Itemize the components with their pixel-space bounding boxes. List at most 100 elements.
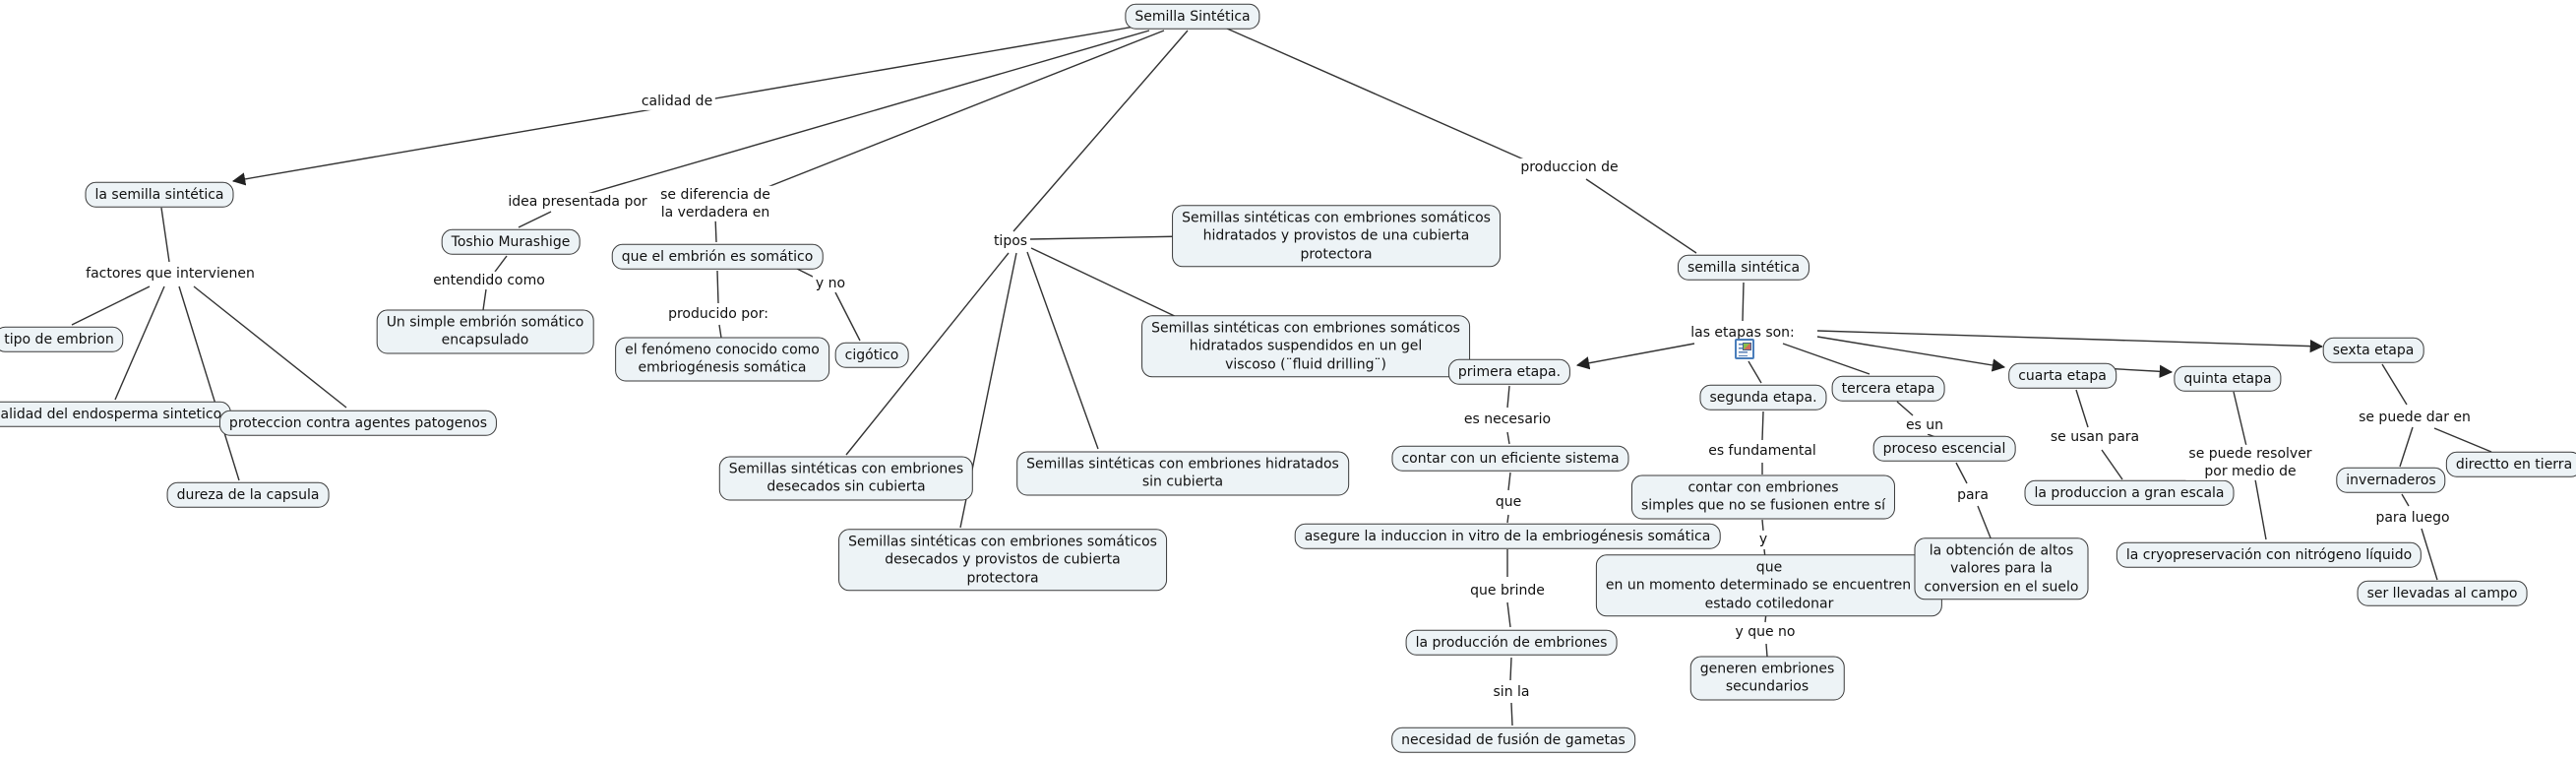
- edge-line: [1026, 251, 1099, 450]
- link-label-las-etapas-son[interactable]: las etapas son:: [1687, 323, 1798, 343]
- edge-line: [1012, 30, 1189, 232]
- node-semilla-sintetica-root[interactable]: Semilla Sintética: [1125, 3, 1260, 31]
- edge-line: [1761, 519, 1764, 532]
- edge-line: [518, 211, 552, 228]
- edge-line: [718, 324, 722, 339]
- link-label-es-necesario[interactable]: es necesario: [1460, 410, 1555, 429]
- node-toshio-murashige[interactable]: Toshio Murashige: [441, 228, 581, 256]
- edge-line: [193, 285, 347, 409]
- link-label-se-usan-para[interactable]: se usan para: [2047, 427, 2143, 447]
- link-label-idea-presentada[interactable]: idea presentada por: [505, 192, 650, 212]
- edge-line: [2399, 426, 2414, 468]
- link-label-se-puede-dar-en[interactable]: se puede dar en: [2356, 408, 2474, 427]
- node-semilla-sintetica-2[interactable]: semilla sintética: [1677, 254, 1810, 282]
- node-produccion-embriones[interactable]: la producción de embriones: [1405, 629, 1618, 657]
- edge-line: [1506, 514, 1509, 524]
- edge-line: [2433, 427, 2492, 453]
- edge-line: [716, 270, 719, 304]
- node-sem-desecados-cubierta[interactable]: Semillas sintéticas con embriones somáti…: [838, 529, 1167, 592]
- edge-line: [160, 207, 170, 263]
- node-sem-gel-viscoso[interactable]: Semillas sintéticas con embriones somáti…: [1141, 315, 1470, 378]
- link-label-y-no[interactable]: y no: [812, 274, 849, 293]
- node-cuarta-etapa[interactable]: cuarta etapa: [2008, 362, 2116, 390]
- edge-line: [1506, 385, 1510, 409]
- node-calidad-endosperma[interactable]: calidad del endosperma sintetico: [0, 401, 232, 428]
- link-label-tipos[interactable]: tipos: [990, 231, 1031, 251]
- link-label-que[interactable]: que: [1492, 492, 1525, 512]
- node-sem-desecados-sin-cubierta[interactable]: Semillas sintéticas con embriones deseca…: [718, 456, 974, 501]
- edge-line: [1226, 28, 1527, 161]
- link-label-para[interactable]: para: [1954, 485, 1992, 505]
- resource-link-icon[interactable]: [1735, 339, 1754, 359]
- edge-line: [1761, 411, 1764, 441]
- link-label-se-puede-resolver[interactable]: se puede resolver por medio de: [2185, 444, 2315, 481]
- link-label-calidad-de[interactable]: calidad de: [638, 92, 716, 111]
- node-segunda-etapa[interactable]: segunda etapa.: [1699, 384, 1827, 411]
- node-produccion-gran-escala[interactable]: la produccion a gran escala: [2024, 479, 2235, 507]
- edge-line: [2381, 363, 2408, 406]
- node-embrion-somatico[interactable]: que el embrión es somático: [611, 243, 824, 271]
- link-label-producido-por[interactable]: producido por:: [665, 304, 771, 324]
- node-proceso-escencial[interactable]: proceso escencial: [1872, 435, 2016, 463]
- edge-line: [1575, 343, 1695, 370]
- edge-line: [1029, 229, 1189, 243]
- edge-line: [2401, 493, 2410, 507]
- edge-line: [1585, 178, 1697, 254]
- node-primera-etapa[interactable]: primera etapa.: [1447, 358, 1571, 386]
- edge-line: [1896, 401, 1914, 416]
- node-sexta-etapa[interactable]: sexta etapa: [2322, 337, 2424, 364]
- edge-line: [1509, 657, 1512, 681]
- edge-line: [757, 30, 1165, 192]
- edge-line: [2421, 528, 2438, 581]
- node-tercera-etapa[interactable]: tercera etapa: [1831, 375, 1945, 403]
- link-label-produccion-de[interactable]: produccion de: [1517, 158, 1622, 177]
- node-directo-tierra[interactable]: directto en tierra: [2445, 451, 2576, 478]
- link-label-factores[interactable]: factores que intervienen: [83, 264, 258, 284]
- edge-line: [1742, 282, 1745, 322]
- link-label-es-fundamental[interactable]: es fundamental: [1705, 441, 1819, 461]
- edge-line: [2075, 389, 2089, 428]
- node-eficiente-sistema[interactable]: contar con un eficiente sistema: [1391, 445, 1629, 473]
- node-la-semilla-sintetica[interactable]: la semilla sintética: [85, 181, 234, 209]
- node-ser-llevadas-campo[interactable]: ser llevadas al campo: [2357, 580, 2528, 607]
- edge-line: [1748, 360, 1762, 384]
- node-tipo-de-embrion[interactable]: tipo de embrion: [0, 326, 124, 353]
- node-simple-embrion[interactable]: Un simple embrión somático encapsulado: [376, 309, 594, 354]
- node-contar-embriones-simples[interactable]: contar con embriones simples que no se f…: [1630, 474, 1896, 520]
- node-invernaderos[interactable]: invernaderos: [2336, 467, 2446, 494]
- node-fenomeno-embriogenesis[interactable]: el fenómeno conocido como embriogénesis …: [615, 337, 829, 382]
- edge-line: [1977, 505, 1993, 541]
- node-generen-secundarios[interactable]: generen embriones secundarios: [1689, 656, 1845, 701]
- edge-line: [1507, 472, 1511, 491]
- edge-line: [1765, 643, 1768, 658]
- edge-line: [482, 288, 487, 311]
- link-label-se-diferencia[interactable]: se diferencia de la verdadera en: [657, 185, 773, 222]
- edge-line: [2254, 478, 2267, 540]
- link-label-es-un[interactable]: es un: [1902, 415, 1947, 435]
- node-asegure-induccion[interactable]: asegure la induccion in vitro de la embr…: [1294, 523, 1721, 550]
- edge-line: [2101, 449, 2123, 480]
- link-label-entendido-como[interactable]: entendido como: [430, 271, 548, 290]
- link-label-sin-la[interactable]: sin la: [1490, 682, 1533, 702]
- node-quinta-etapa[interactable]: quinta etapa: [2174, 365, 2282, 393]
- link-label-para-luego[interactable]: para luego: [2372, 508, 2453, 528]
- node-sem-hidratados-cubierta[interactable]: Semillas sintéticas con embriones somáti…: [1172, 205, 1501, 268]
- node-dureza-capsula[interactable]: dureza de la capsula: [166, 481, 330, 509]
- node-obtencion-altos-valores[interactable]: la obtención de altos valores para la co…: [1914, 537, 2089, 600]
- link-label-y[interactable]: y: [1755, 530, 1771, 549]
- node-cigotico[interactable]: cigótico: [834, 342, 909, 369]
- node-necesidad-fusion[interactable]: necesidad de fusión de gametas: [1391, 726, 1635, 754]
- edge-line: [845, 252, 1010, 456]
- node-sem-hidratados-sin-cubierta[interactable]: Semillas sintéticas con embriones hidrat…: [1016, 451, 1349, 496]
- edge-line: [2233, 391, 2247, 447]
- link-label-que-brinde[interactable]: que brinde: [1467, 581, 1548, 600]
- node-estado-cotiledonar[interactable]: que en un momento determinado se encuent…: [1595, 554, 1943, 617]
- link-label-y-que-no[interactable]: y que no: [1732, 622, 1799, 642]
- edge-line: [1030, 247, 1182, 320]
- edge-line: [1782, 343, 1871, 375]
- node-proteccion-patogenos[interactable]: proteccion contra agentes patogenos: [218, 410, 498, 437]
- edge-line: [1816, 336, 2006, 372]
- edge-line: [1506, 431, 1510, 445]
- node-cryopreservacion[interactable]: la cryopreservación con nitrógeno líquid…: [2116, 541, 2423, 569]
